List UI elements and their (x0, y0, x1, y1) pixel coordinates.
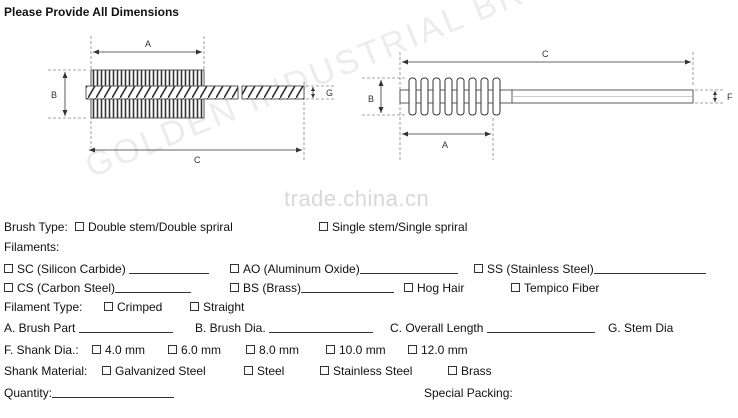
checkbox-icon[interactable] (246, 345, 255, 354)
c-blank[interactable] (486, 322, 595, 333)
checkbox-icon[interactable] (75, 222, 84, 231)
filament-straight-option[interactable]: Straight (190, 300, 244, 314)
filaments-label: Filaments: (4, 240, 60, 254)
filament-bs-option[interactable]: BS (Brass) (230, 281, 395, 295)
shank-6mm-option[interactable]: 6.0 mm (168, 343, 221, 357)
brush-type-row: Brush Type: Double stem/Double spriral S… (4, 220, 467, 234)
shank-brass-option[interactable]: Brass (448, 364, 492, 378)
checkbox-icon[interactable] (404, 283, 413, 292)
special-packing-field[interactable]: Special Packing: (424, 386, 513, 400)
brush-type-double-option[interactable]: Double stem/Double spriral (75, 220, 233, 234)
filament-ss-option[interactable]: SS (Stainless Steel) (474, 262, 706, 276)
label-b-left: B (51, 90, 57, 100)
checkbox-icon[interactable] (230, 264, 239, 273)
shank-material-label: Shank Material: (4, 364, 88, 378)
brush-type-label: Brush Type: (4, 220, 68, 234)
filament-sc-option[interactable]: SC (Silicon Carbide) (4, 262, 210, 276)
checkbox-icon[interactable] (474, 264, 483, 273)
label-c-right: C (542, 49, 549, 59)
g-stem-dia-field[interactable]: G. Stem Dia (608, 321, 674, 335)
double-stem-brush: A B G C (48, 36, 334, 165)
quantity-field[interactable]: Quantity: (4, 386, 175, 400)
shank-stainless-option[interactable]: Stainless Steel (320, 364, 412, 378)
label-a-left: A (145, 39, 151, 49)
shank-4mm-option[interactable]: 4.0 mm (92, 343, 145, 357)
checkbox-icon[interactable] (4, 283, 13, 292)
checkbox-icon[interactable] (4, 264, 13, 273)
label-f: F (727, 92, 733, 102)
b-blank[interactable] (269, 322, 374, 333)
shank-galvanized-option[interactable]: Galvanized Steel (102, 364, 206, 378)
ao-blank[interactable] (359, 263, 458, 274)
shank-material-row: Shank Material: Galvanized Steel Steel S… (4, 364, 492, 378)
brush-type-single-option[interactable]: Single stem/Single spriral (319, 220, 467, 234)
a-brush-part-field[interactable]: A. Brush Part (4, 321, 173, 335)
checkbox-icon[interactable] (319, 222, 328, 231)
shank-dia-label: F. Shank Dia.: (4, 343, 79, 357)
label-a-right: A (442, 140, 448, 150)
filament-cs-option[interactable]: CS (Carbon Steel) (4, 281, 192, 295)
checkbox-icon[interactable] (104, 302, 113, 311)
checkbox-icon[interactable] (230, 283, 239, 292)
shank-steel-option[interactable]: Steel (244, 364, 284, 378)
checkbox-icon[interactable] (511, 283, 520, 292)
b-brush-dia-field[interactable]: B. Brush Dia. (195, 321, 374, 335)
checkbox-icon[interactable] (326, 345, 335, 354)
shank-12mm-option[interactable]: 12.0 mm (408, 343, 468, 357)
quantity-blank[interactable] (52, 387, 175, 398)
checkbox-icon[interactable] (190, 302, 199, 311)
label-g: G (326, 88, 333, 98)
filament-type-label: Filament Type: (4, 300, 83, 314)
filament-hog-option[interactable]: Hog Hair (404, 281, 464, 295)
page-title: Please Provide All Dimensions (4, 5, 179, 19)
site-watermark: trade.china.cn (284, 186, 430, 211)
checkbox-icon[interactable] (92, 345, 101, 354)
checkbox-icon[interactable] (244, 366, 253, 375)
filament-type-row: Filament Type: Crimped Straight (4, 300, 244, 314)
shank-10mm-option[interactable]: 10.0 mm (326, 343, 386, 357)
checkbox-icon[interactable] (408, 345, 417, 354)
label-b-right: B (368, 94, 374, 104)
checkbox-icon[interactable] (168, 345, 177, 354)
filament-crimped-option[interactable]: Crimped (104, 300, 162, 314)
bs-blank[interactable] (301, 282, 395, 293)
checkbox-icon[interactable] (448, 366, 457, 375)
c-overall-length-field[interactable]: C. Overall Length (390, 321, 595, 335)
ss-blank[interactable] (593, 263, 706, 274)
filament-ao-option[interactable]: AO (Aluminum Oxide) (230, 262, 458, 276)
shank-8mm-option[interactable]: 8.0 mm (246, 343, 299, 357)
cs-blank[interactable] (115, 282, 192, 293)
filament-tempico-option[interactable]: Tempico Fiber (511, 281, 599, 295)
sc-blank[interactable] (129, 263, 210, 274)
brush-diagram: A B G C C (48, 36, 733, 165)
checkbox-icon[interactable] (102, 366, 111, 375)
checkbox-icon[interactable] (320, 366, 329, 375)
single-stem-brush: C B F A (362, 49, 733, 160)
a-blank[interactable] (78, 322, 173, 333)
label-c-left: C (194, 155, 201, 165)
shank-dia-row: F. Shank Dia.: 4.0 mm 6.0 mm 8.0 mm 10.0… (4, 343, 468, 357)
